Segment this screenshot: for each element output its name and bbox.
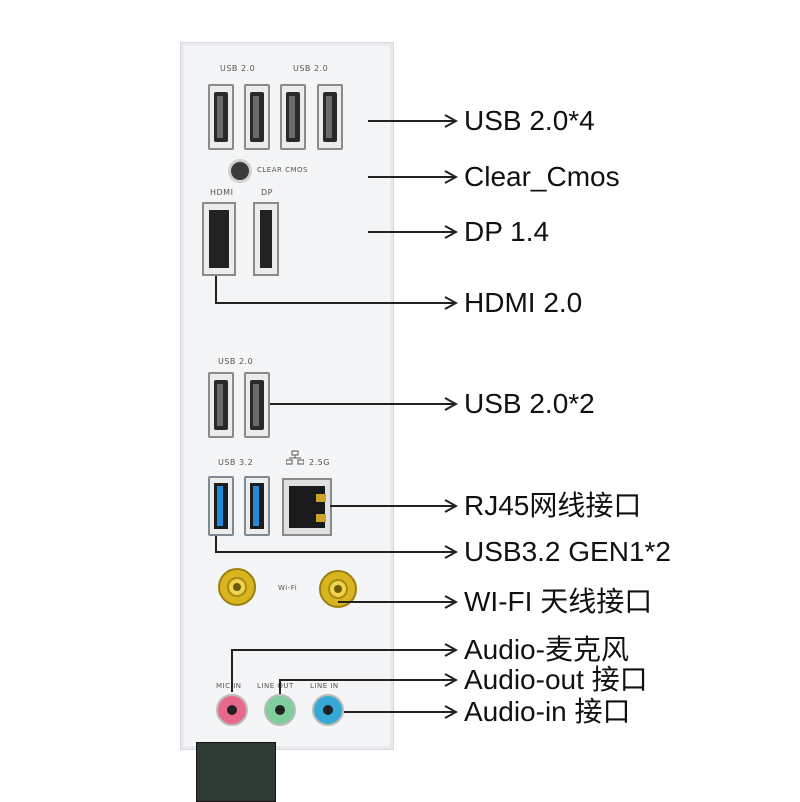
callout-usb20x4: USB 2.0*4 [464,105,595,136]
network-icon [286,450,304,465]
callout-rj45: RJ45网线接口 [464,490,642,521]
wifi-antenna-connector-1 [218,568,256,606]
label-usb20-b: USB 2.0 [293,64,329,73]
label-lan: 2.5G [309,458,330,467]
usb20-port-6 [244,372,270,438]
hdmi-port [202,202,236,276]
label-line-in: LINE IN [310,682,339,690]
callout-usb32: USB3.2 GEN1*2 [464,536,671,567]
usb20-port-2 [244,84,270,150]
callout-wifi: WI-FI 天线接口 [464,586,653,617]
label-usb32: USB 3.2 [218,458,254,467]
usb20-port-4 [317,84,343,150]
mic-in-jack [216,694,248,726]
callout-dp: DP 1.4 [464,216,550,247]
label-dp: DP [261,188,273,197]
usb32-port-1 [208,476,234,536]
label-usb20-c: USB 2.0 [218,357,254,366]
leader-hdmi [215,276,456,303]
callout-hdmi: HDMI 2.0 [464,287,583,318]
label-hdmi: HDMI [210,188,234,197]
callout-audio-in: Audio-in 接口 [464,696,631,727]
line-in-jack [312,694,344,726]
usb20-port-1 [208,84,234,150]
label-wifi: Wi-Fi [278,584,298,592]
displayport-port [253,202,279,276]
leader-usb32 [215,536,456,552]
label-mic-in: MIC IN [216,682,242,690]
label-clear-cmos: CLEAR CMOS [257,166,308,174]
bottom-bracket [196,742,276,802]
leader-audio-out [279,680,456,694]
label-line-out: LINE OUT [257,682,294,690]
line-out-jack [264,694,296,726]
usb20-port-5 [208,372,234,438]
callout-usb20x2: USB 2.0*2 [464,388,595,419]
leader-audio-mic [231,650,456,692]
clear-cmos-button [228,159,252,183]
label-usb20-a: USB 2.0 [220,64,256,73]
callout-clear-cmos: Clear_Cmos [464,161,620,192]
usb20-port-3 [280,84,306,150]
usb32-port-2 [244,476,270,536]
callout-audio-mic: Audio-麦克风 [464,634,629,665]
callout-audio-out: Audio-out 接口 [464,664,648,695]
